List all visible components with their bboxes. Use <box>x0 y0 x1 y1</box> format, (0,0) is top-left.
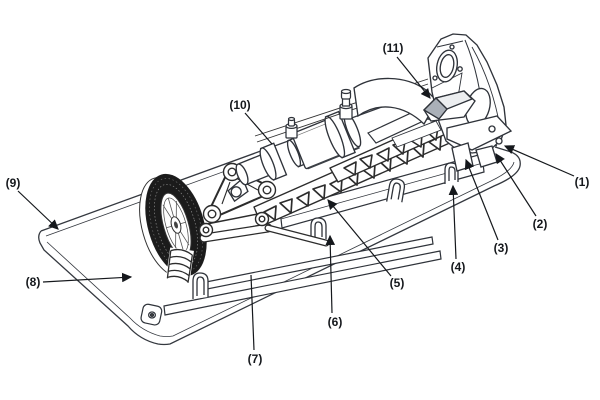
svg-text:(7): (7) <box>248 352 263 366</box>
svg-text:(10): (10) <box>229 98 250 112</box>
svg-text:(11): (11) <box>383 41 404 55</box>
svg-text:(2): (2) <box>533 217 548 231</box>
svg-text:(4): (4) <box>451 260 466 274</box>
svg-text:(6): (6) <box>328 315 343 329</box>
svg-text:(5): (5) <box>390 276 405 290</box>
svg-text:(1): (1) <box>575 175 590 189</box>
svg-text:(9): (9) <box>6 176 21 190</box>
svg-text:(3): (3) <box>494 241 509 255</box>
svg-text:(8): (8) <box>26 275 41 289</box>
